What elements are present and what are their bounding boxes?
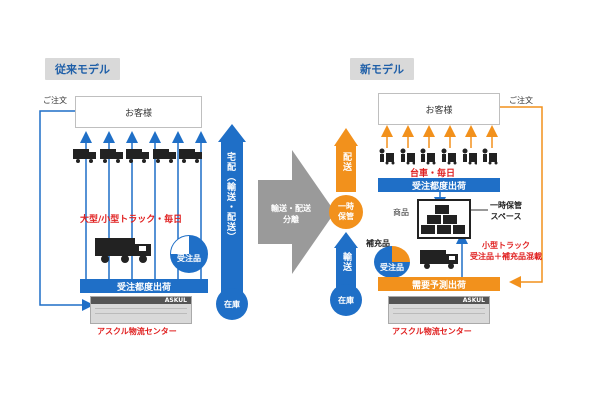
right-bottom-bar: 需要予測出荷 (378, 277, 500, 291)
left-item-circle (170, 235, 208, 273)
truck-icon (99, 149, 123, 163)
left-order-line (39, 110, 94, 311)
right-warehouse-icon: ASKUL (388, 296, 490, 324)
right-center-name: アスクル物流センター (392, 327, 472, 336)
cart-person-icon (441, 148, 457, 165)
middle-arrow-shape (258, 150, 335, 274)
right-temp-circle-shape (329, 195, 363, 229)
cart-person-icon (400, 148, 416, 165)
left-vertical-arrow-shape (218, 124, 246, 300)
right-transport-arrow-shape (334, 232, 358, 292)
truck-icon (73, 149, 96, 163)
right-item-tag: 受注品 (380, 263, 404, 272)
right-cart-caption: 台車・毎日 (410, 169, 456, 179)
left-stock-label: 在庫 (224, 299, 240, 309)
truck-icon (126, 149, 150, 163)
right-top-bar: 受注都度出荷 (378, 178, 500, 192)
left-shipping-bar: 受注都度出荷 (80, 279, 208, 293)
right-stock-circle-shape (330, 284, 362, 316)
right-refill-tag: 補充品 (366, 238, 390, 249)
right-item-circle (374, 246, 410, 278)
right-small-truck-caption: 小型トラック 受注品＋補充品混載 (470, 241, 542, 261)
left-customer-box: お客様 (75, 96, 202, 128)
left-center-name: アスクル物流センター (97, 327, 177, 336)
right-title: 新モデル (350, 58, 414, 80)
boxes-icon (421, 205, 465, 234)
right-transport-text: 輸送 (341, 252, 351, 272)
right-goods-stack (417, 199, 471, 239)
middle-arrow-text: 輸送・配送 分離 (271, 204, 311, 224)
right-temp-circle-text: 一時 保管 (338, 202, 354, 221)
left-order-label: ご注文 (43, 96, 67, 105)
right-temp-storage-label: 一時保管 スペース (490, 201, 522, 221)
left-stock-circle-shape (216, 288, 248, 320)
cart-person-icon (482, 148, 498, 165)
truck-icon (152, 149, 176, 163)
small-truck-icon (420, 250, 458, 269)
cart-person-icon (379, 148, 395, 165)
left-item-tag: 受注品 (177, 254, 201, 263)
cart-person-icon (420, 148, 436, 165)
left-warehouse-logo: ASKUL (91, 297, 191, 304)
right-order-line (497, 106, 543, 288)
right-customer-box: お客様 (378, 93, 500, 125)
right-order-label: ご注文 (509, 96, 533, 105)
right-up-arrows (381, 125, 498, 148)
left-truck-caption: 大型/小型トラック・毎日 (80, 215, 183, 225)
right-delivery-text: 配送 (341, 152, 351, 172)
right-stock-label: 在庫 (338, 295, 354, 305)
cart-person-icon (462, 148, 478, 165)
right-cart-row (378, 148, 498, 166)
right-goods-label: 商品 (393, 208, 409, 217)
truck-icon (179, 149, 203, 163)
left-truck-row (73, 147, 203, 165)
left-title: 従来モデル (45, 58, 120, 80)
left-vertical-arrow-text: 宅配（輸送・配送） (225, 152, 235, 242)
left-warehouse-icon: ASKUL (90, 296, 192, 324)
right-delivery-arrow-shape (334, 128, 358, 192)
right-warehouse-logo: ASKUL (389, 297, 489, 304)
large-truck-icon (95, 238, 151, 263)
